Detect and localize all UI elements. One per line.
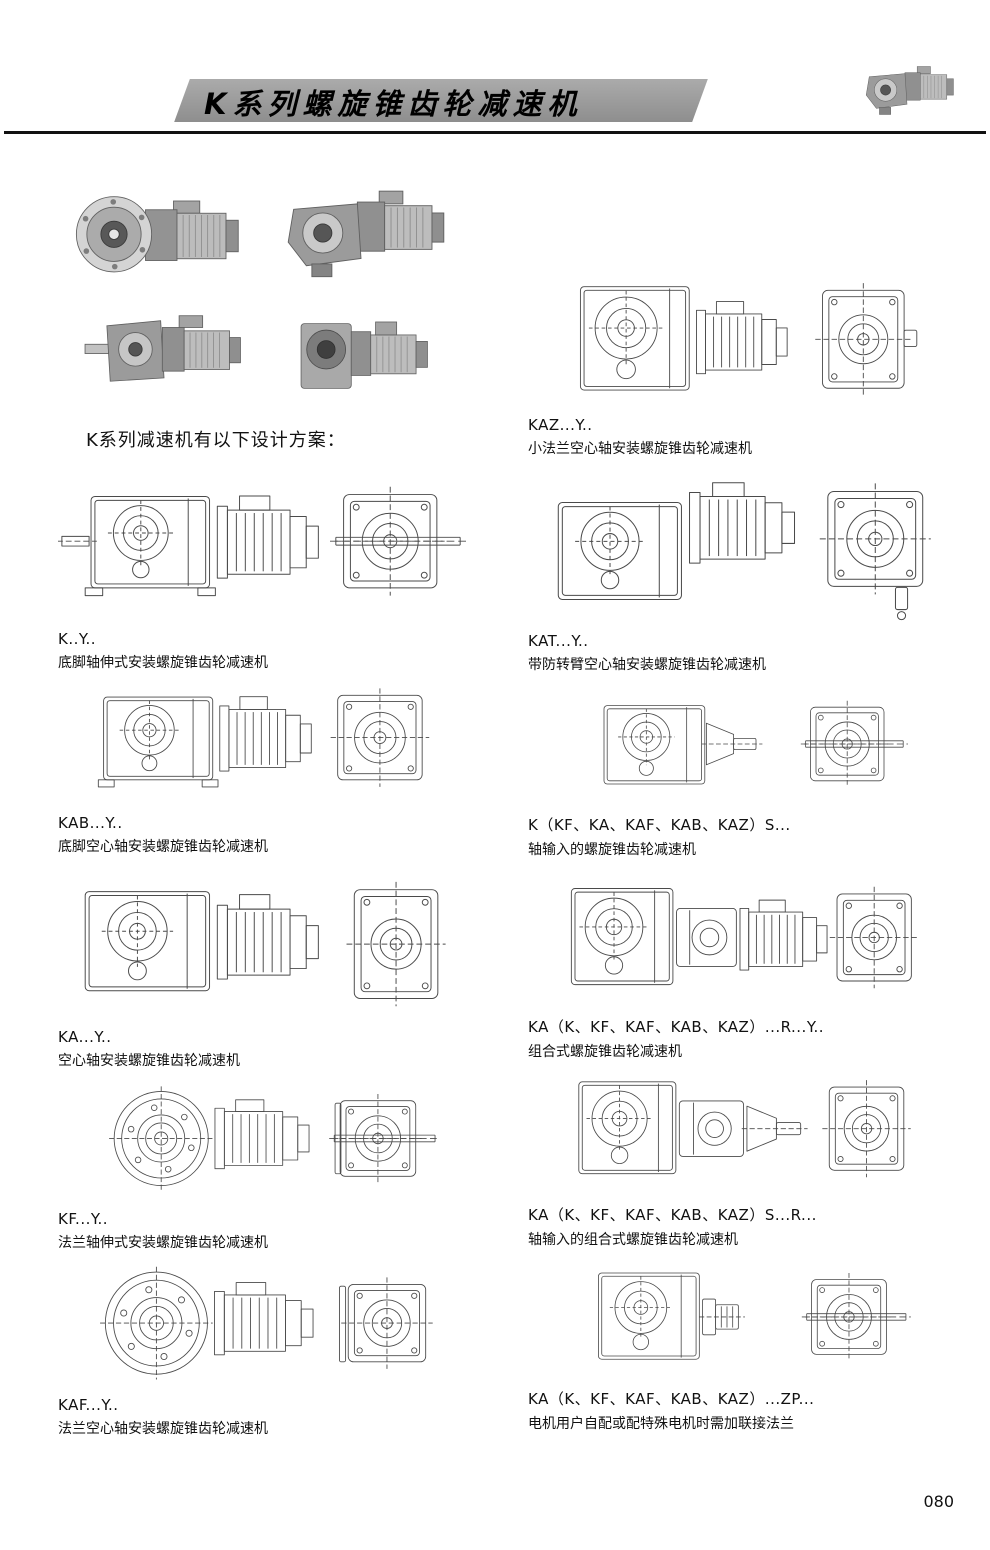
model-code: K..Y.. xyxy=(58,630,97,648)
product-photo-2 xyxy=(287,190,445,278)
model-entry-kaz: KAZ...Y.. 小法兰空心轴安装螺旋锥齿轮减速机 xyxy=(528,274,952,458)
page-title: K系列螺旋锥齿轮减速机 xyxy=(204,87,583,121)
model-description: 底脚空心轴安装螺旋锥齿轮减速机 xyxy=(58,839,268,855)
technical-drawing xyxy=(598,1272,911,1361)
product-photo-3 xyxy=(84,315,241,382)
page-number: 080 xyxy=(923,1492,954,1511)
model-code: KAF...Y.. xyxy=(58,1396,119,1414)
technical-drawing xyxy=(570,886,919,989)
technical-drawing xyxy=(84,881,446,1007)
model-description: 轴输入的组合式螺旋锥齿轮减速机 xyxy=(528,1232,738,1248)
model-entry-kaf: KAF...Y.. 法兰空心轴安装螺旋锥齿轮减速机 xyxy=(58,1258,466,1438)
technical-drawing xyxy=(97,688,430,788)
model-code: KA（K、KF、KAF、KAB、KAZ）S...R... xyxy=(528,1206,817,1224)
model-code: KA...Y.. xyxy=(58,1028,112,1046)
model-description: 空心轴安装螺旋锥齿轮减速机 xyxy=(58,1053,240,1069)
model-code: KAT...Y.. xyxy=(528,632,589,650)
model-entry-ka-s-r: KA（K、KF、KAF、KAB、KAZ）S...R... 轴输入的组合式螺旋锥齿… xyxy=(528,1068,952,1249)
technical-drawing xyxy=(100,1266,433,1380)
model-entry-k: K..Y.. 底脚轴伸式安装螺旋锥齿轮减速机 xyxy=(58,472,466,672)
model-description: 小法兰空心轴安装螺旋锥齿轮减速机 xyxy=(528,441,752,457)
model-entry-ka: KA...Y.. 空心轴安装螺旋锥齿轮减速机 xyxy=(58,872,466,1070)
model-code: KAB...Y.. xyxy=(58,814,123,832)
product-photo-4 xyxy=(300,321,428,389)
model-entry-ka-zp: KA（K、KF、KAF、KAB、KAZ）...ZP... 电机用户自配或配特殊电… xyxy=(528,1260,952,1433)
model-description: 组合式螺旋锥齿轮减速机 xyxy=(528,1044,682,1060)
model-entry-kf: KF...Y.. 法兰轴伸式安装螺旋锥齿轮减速机 xyxy=(58,1078,466,1252)
technical-drawing xyxy=(579,283,918,396)
technical-drawing xyxy=(109,1086,441,1191)
technical-drawing xyxy=(603,700,908,788)
model-code: KA（K、KF、KAF、KAB、KAZ）...ZP... xyxy=(528,1390,815,1408)
model-description: 带防转臂空心轴安装螺旋锥齿轮减速机 xyxy=(528,657,766,673)
model-code: KAZ...Y.. xyxy=(528,416,593,434)
model-description: 电机用户自配或配特殊电机时需加联接法兰 xyxy=(528,1416,794,1432)
header-rule xyxy=(4,131,986,134)
model-description: 底脚轴伸式安装螺旋锥齿轮减速机 xyxy=(58,655,268,671)
model-entry-kab: KAB...Y.. 底脚空心轴安装螺旋锥齿轮减速机 xyxy=(58,676,466,856)
product-photo-1 xyxy=(75,196,239,273)
technical-drawing xyxy=(578,1080,911,1178)
intro-text: K系列减速机有以下设计方案： xyxy=(86,430,346,451)
technical-drawing xyxy=(58,486,466,597)
model-description: 法兰空心轴安装螺旋锥齿轮减速机 xyxy=(58,1421,268,1437)
model-description: 轴输入的螺旋锥齿轮减速机 xyxy=(528,842,696,858)
technical-drawing xyxy=(557,482,931,621)
model-code: KA（K、KF、KAF、KAB、KAZ）...R...Y.. xyxy=(528,1018,824,1036)
model-entry-k-s: K（KF、KA、KAF、KAB、KAZ）S... 轴输入的螺旋锥齿轮减速机 xyxy=(528,688,952,859)
header-gearmotor-photo xyxy=(865,66,954,115)
model-description: 法兰轴伸式安装螺旋锥齿轮减速机 xyxy=(58,1235,268,1251)
model-entry-kat: KAT...Y.. 带防转臂空心轴安装螺旋锥齿轮减速机 xyxy=(528,474,952,674)
model-code: K（KF、KA、KAF、KAB、KAZ）S... xyxy=(528,816,791,834)
model-code: KF...Y.. xyxy=(58,1210,109,1228)
model-entry-ka-r-y: KA（K、KF、KAF、KAB、KAZ）...R...Y.. 组合式螺旋锥齿轮减… xyxy=(528,874,952,1061)
